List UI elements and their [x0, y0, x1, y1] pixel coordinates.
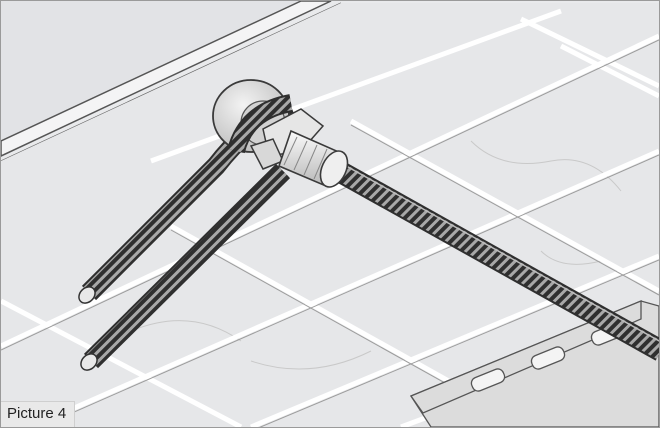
figure-caption: Picture 4	[1, 401, 76, 427]
rebar-rod-main	[315, 151, 659, 361]
rebar-connector	[212, 79, 349, 188]
rebar-rod-left-lower	[80, 163, 291, 371]
metal-profile	[409, 300, 659, 427]
